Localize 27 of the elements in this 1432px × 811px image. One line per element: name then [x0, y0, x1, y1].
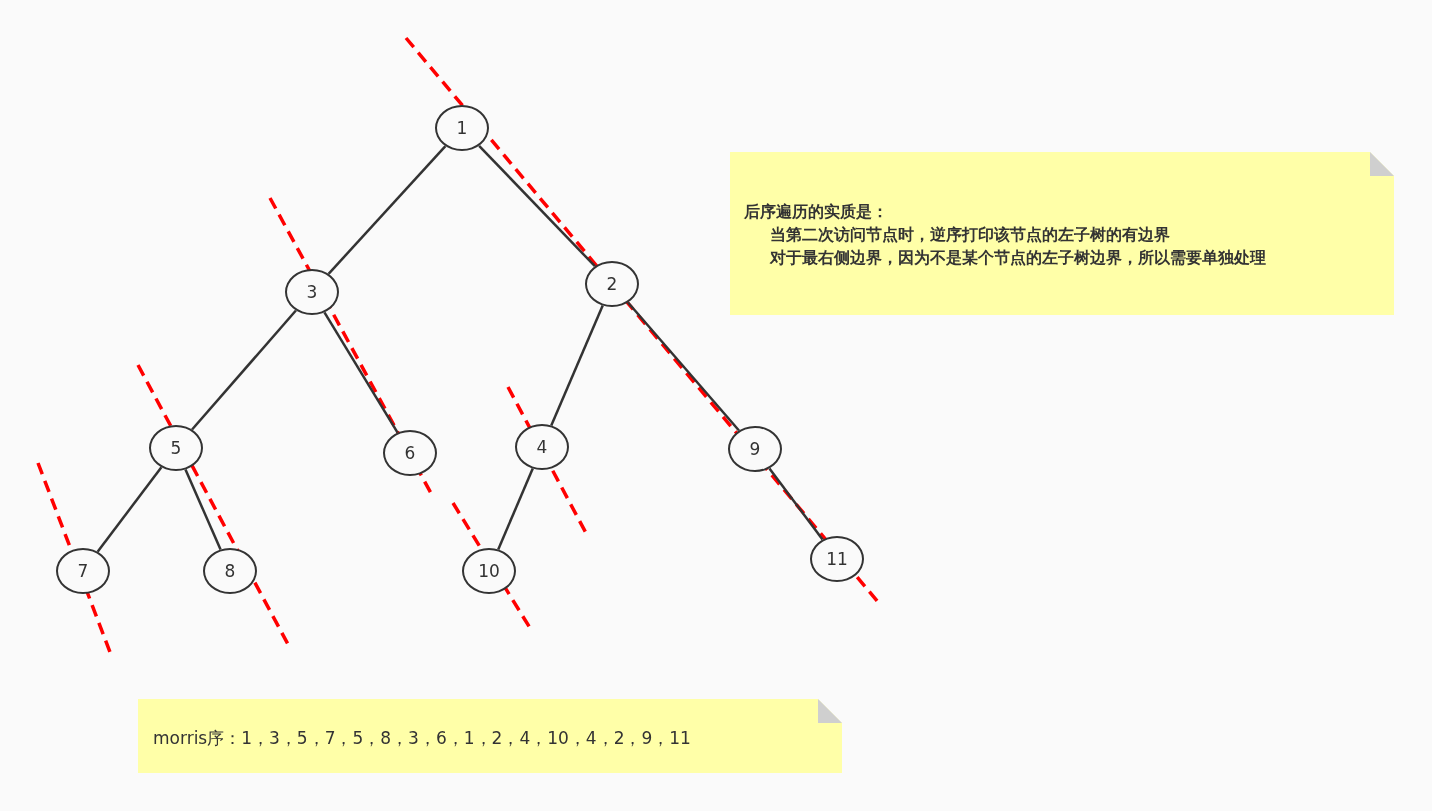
note-text: 对于最右侧边界，因为不是某个节点的左子树边界，所以需要单独处理: [768, 247, 1267, 269]
sticky-note: [138, 699, 842, 773]
tree-edge: [327, 145, 447, 275]
tree-edge: [191, 309, 297, 431]
sticky-note: [730, 152, 1394, 315]
tree-edge: [323, 311, 399, 434]
tree-node: 10: [462, 548, 516, 594]
tree-node: 9: [728, 426, 782, 472]
tree-edge: [184, 469, 222, 550]
note-heading: 后序遍历的实质是：: [744, 201, 889, 223]
tree-edge: [768, 467, 824, 541]
tree-node: 3: [285, 269, 339, 315]
tree-node: 8: [203, 548, 257, 594]
tree-node: 2: [585, 261, 639, 307]
tree-node: 5: [149, 425, 203, 471]
tree-edge: [627, 301, 740, 432]
tree-node: 7: [56, 548, 110, 594]
tree-node: 6: [383, 430, 437, 476]
note-text: 当第二次访问节点时，逆序打印该节点的左子树的有边界: [769, 224, 1171, 246]
tree-node: 4: [515, 424, 569, 470]
tree-edge: [478, 144, 596, 268]
note-text: morris序：1，3，5，7，5，8，3，6，1，2，4，10，4，2，9，11: [153, 727, 692, 749]
tree-edge: [497, 468, 534, 550]
tree-node: 1: [435, 105, 489, 151]
tree-edge: [96, 466, 163, 553]
tree-node: 11: [810, 536, 864, 582]
tree-edge: [550, 305, 604, 426]
